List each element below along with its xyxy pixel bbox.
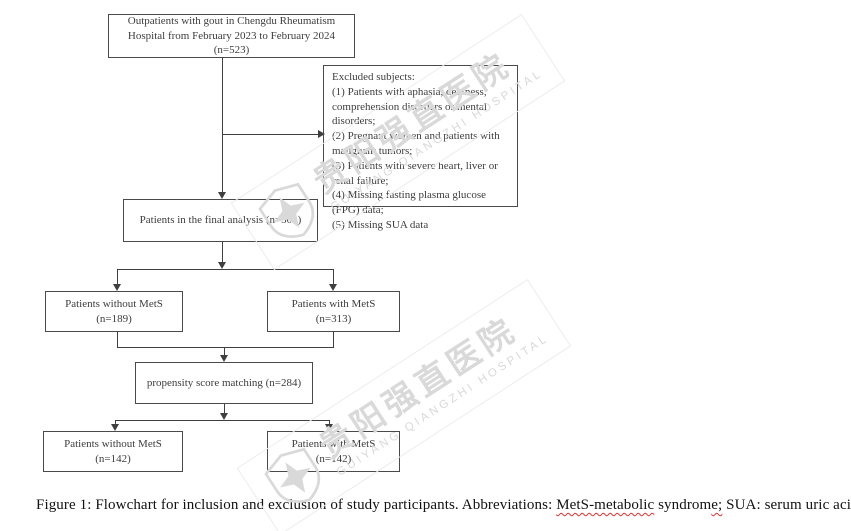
excluded-item-3: (3) Patients with severe heart, liver or… bbox=[332, 159, 498, 187]
caption-text: SUA: serum uric acid. bbox=[722, 497, 851, 513]
flow-box-without-mets: Patients without MetS (n=189) bbox=[45, 291, 183, 332]
excluded-title: Excluded subjects: bbox=[332, 71, 415, 83]
arrow-down-icon bbox=[220, 413, 228, 420]
flow-split-bar-1 bbox=[117, 269, 334, 270]
flow-box-final-analysis-text: Patients in the final analysis (n=502) bbox=[139, 214, 302, 227]
excluded-item-1: (1) Patients with aphasia, deafness, com… bbox=[332, 85, 487, 128]
excluded-item-2: (2) Pregnant women and patients with mal… bbox=[332, 130, 500, 157]
flow-box-without-mets-matched-text: Patients without MetS (n=142) bbox=[64, 438, 162, 465]
flow-line-split-left-2 bbox=[115, 421, 116, 424]
flow-line-to-psm bbox=[224, 348, 225, 355]
arrow-down-icon bbox=[329, 284, 337, 291]
excluded-item-5: (5) Missing SUA data bbox=[332, 218, 429, 231]
flow-box-with-mets-matched-text: Patients with MetS (n=142) bbox=[291, 438, 376, 465]
flow-box-source-population: Outpatients with gout in Chengdu Rheumat… bbox=[108, 14, 355, 58]
flow-box-without-mets-text: Patients without MetS (n=189) bbox=[65, 298, 163, 325]
flow-line-source-to-final bbox=[222, 58, 223, 192]
flow-box-propensity-matching: propensity score matching (n=284) bbox=[135, 362, 313, 404]
arrow-down-icon bbox=[113, 284, 121, 291]
flow-box-propensity-matching-text: propensity score matching (n=284) bbox=[146, 376, 302, 389]
flow-line-to-excluded bbox=[222, 134, 318, 135]
flow-box-with-mets-matched: Patients with MetS (n=142) bbox=[267, 431, 400, 472]
arrow-right-icon bbox=[318, 130, 325, 138]
arrow-down-icon bbox=[325, 424, 333, 431]
caption-text: syndrom bbox=[654, 497, 712, 513]
flow-box-source-text: Outpatients with gout in Chengdu Rheumat… bbox=[127, 15, 336, 57]
flow-box-excluded-subjects: Excluded subjects: (1) Patients with aph… bbox=[323, 65, 518, 231]
arrow-down-icon bbox=[220, 355, 228, 362]
arrow-down-icon bbox=[218, 192, 226, 199]
flow-box-final-analysis: Patients in the final analysis (n=502) bbox=[123, 199, 318, 242]
flow-line-split-left-1 bbox=[117, 270, 118, 284]
arrow-down-icon bbox=[218, 262, 226, 269]
figure-caption: Figure 1: Flowchart for inclusion and ex… bbox=[36, 497, 851, 514]
flow-split-bar-2 bbox=[115, 420, 330, 421]
caption-spellcheck-text: e; bbox=[711, 497, 723, 513]
caption-spellcheck-text: MetS-metabolic bbox=[556, 497, 655, 513]
flow-line-final-down bbox=[222, 242, 223, 262]
excluded-item-4: (4) Missing fasting plasma glucose (FPG)… bbox=[332, 189, 486, 217]
flow-line-merge-right bbox=[333, 332, 334, 348]
caption-text: Figure 1: Flowchart for inclusion and ex… bbox=[36, 497, 557, 513]
flow-line-merge-left bbox=[117, 332, 118, 348]
flow-line-split-right-1 bbox=[333, 270, 334, 284]
flow-box-with-mets-text: Patients with MetS (n=313) bbox=[291, 298, 376, 325]
flow-line-split-right-2 bbox=[329, 421, 330, 424]
flow-box-without-mets-matched: Patients without MetS (n=142) bbox=[43, 431, 183, 472]
flow-box-with-mets: Patients with MetS (n=313) bbox=[267, 291, 400, 332]
arrow-down-icon bbox=[111, 424, 119, 431]
flow-merge-bar bbox=[117, 347, 334, 348]
flow-line-psm-down bbox=[224, 404, 225, 413]
